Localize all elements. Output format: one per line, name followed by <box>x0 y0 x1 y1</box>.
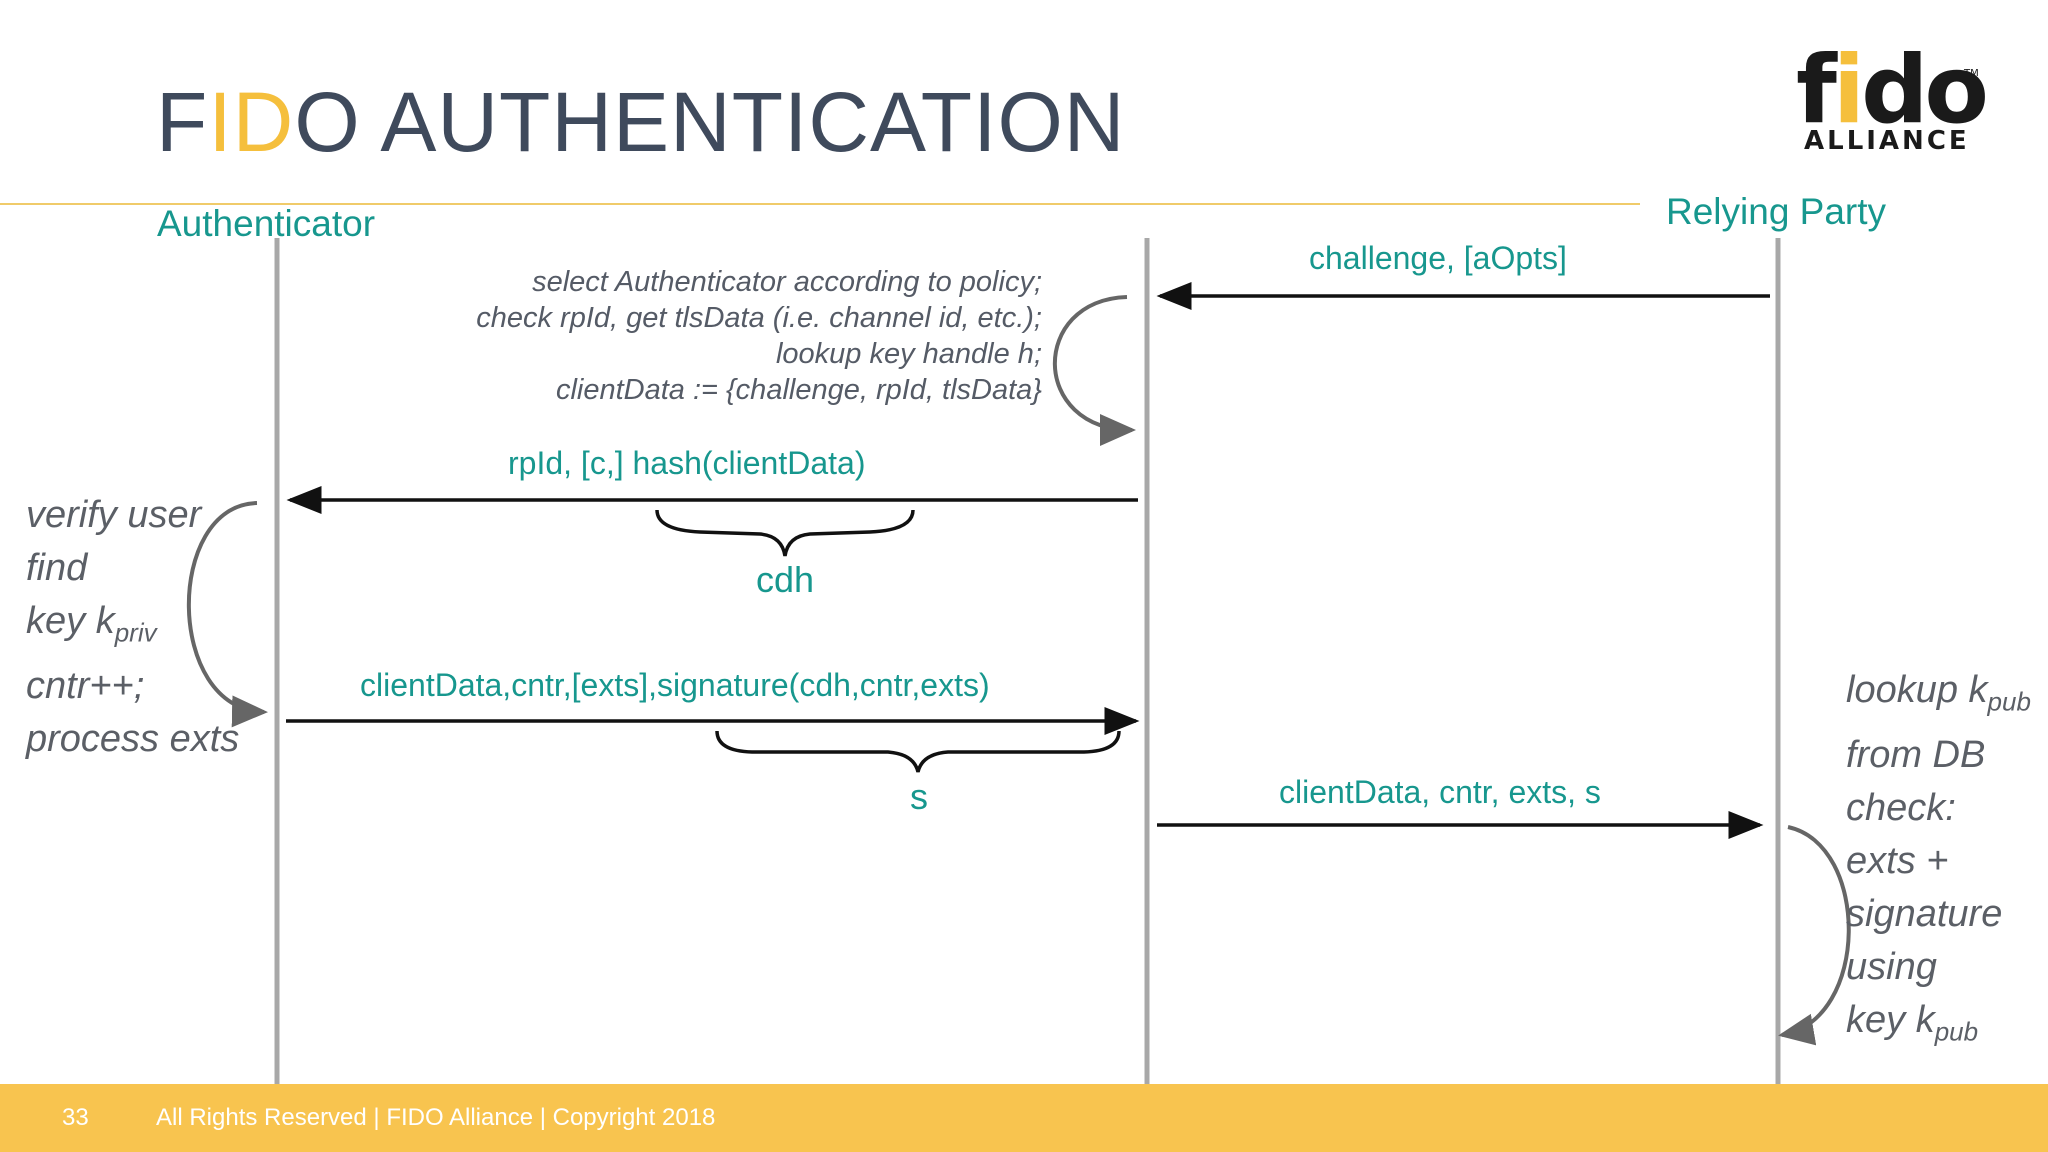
rp-step: key kpub <box>1846 998 1979 1047</box>
relying-party-steps: lookup kpub from DB check: exts + signat… <box>1846 664 2031 1058</box>
rp-step: check: <box>1846 786 1956 829</box>
client-note-line: clientData := {challenge, rpId, tlsData} <box>555 374 1042 406</box>
msg-rpid-hash: rpId, [c,] hash(clientData) <box>508 445 866 481</box>
auth-step: process exts <box>26 717 240 760</box>
client-note-line: select Authenticator according to policy… <box>532 266 1042 298</box>
rp-step: signature <box>1846 892 2003 935</box>
title-part-3: O AUTHENTICATION <box>294 75 1126 169</box>
page-number: 33 <box>62 1104 89 1131</box>
rp-step: from DB <box>1846 733 1986 776</box>
client-note-line: lookup key handle h; <box>775 338 1042 370</box>
lane-label-authenticator: Authenticator <box>157 203 376 244</box>
rp-step: using <box>1846 945 1937 988</box>
title-part-1: F <box>156 75 209 169</box>
label-s: s <box>910 776 928 817</box>
logo-wordmark: fido <box>1796 36 1989 145</box>
logo-trademark: TM <box>1964 68 1979 79</box>
client-note: select Authenticator according to policy… <box>476 264 1042 408</box>
brace-s <box>715 730 1121 773</box>
fido-alliance-logo: fido <box>1796 36 1989 145</box>
footer-bar: 33 All Rights Reserved | FIDO Alliance |… <box>0 1084 2048 1152</box>
msg-clientdata-sig: clientData,cntr,[exts],signature(cdh,cnt… <box>360 667 990 703</box>
footer-copyright: All Rights Reserved | FIDO Alliance | Co… <box>156 1104 716 1131</box>
msg-clientdata-cntr: clientData, cntr, exts, s <box>1279 774 1601 810</box>
loop-client <box>1052 295 1136 446</box>
auth-step: verify user <box>26 494 202 536</box>
rp-step: lookup kpub <box>1846 669 2031 717</box>
brace-cdh <box>655 509 915 557</box>
header-rule <box>0 203 1640 205</box>
label-cdh: cdh <box>756 559 815 600</box>
authenticator-steps: verify user find key kpriv cntr++; proce… <box>26 489 239 766</box>
auth-step: find <box>26 547 88 589</box>
logo-subtitle: ALLIANCE <box>1804 126 1970 156</box>
rp-step: exts + <box>1846 839 1949 882</box>
loop-relying-party <box>1778 825 1851 1046</box>
client-note-line: check rpId, get tlsData (i.e. channel id… <box>476 302 1042 334</box>
title-part-accent: ID <box>208 75 295 169</box>
loop-authenticator <box>186 501 268 728</box>
auth-step: cntr++; <box>26 664 145 707</box>
page-title: FIDO AUTHENTICATION <box>156 80 1125 164</box>
msg-challenge: challenge, [aOpts] <box>1309 240 1567 276</box>
auth-step: key kpriv <box>26 600 157 648</box>
lane-label-relying-party: Relying Party <box>1666 191 1887 232</box>
